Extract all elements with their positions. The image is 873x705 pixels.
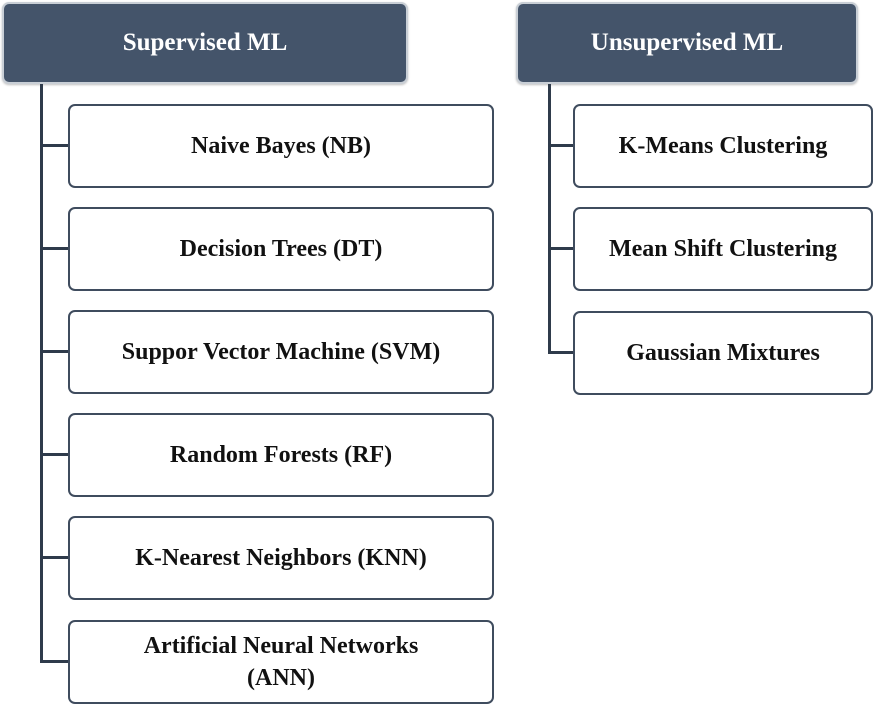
unsupervised-item-k-means: K-Means Clustering [573, 104, 873, 188]
unsupervised-item-label: K-Means Clustering [618, 132, 828, 159]
supervised-ml-title: Supervised ML [122, 29, 288, 56]
supervised-item-random-forests: Random Forests (RF) [68, 413, 494, 497]
supervised-item-svm: Suppor Vector Machine (SVM) [68, 310, 494, 394]
supervised-branch-line [40, 144, 70, 147]
unsupervised-item-label: Mean Shift Clustering [609, 235, 837, 262]
supervised-branch-line [40, 350, 70, 353]
supervised-item-label: Naive Bayes (NB) [191, 132, 371, 159]
supervised-item-naive-bayes: Naive Bayes (NB) [68, 104, 494, 188]
supervised-item-decision-trees: Decision Trees (DT) [68, 207, 494, 291]
supervised-item-label: Suppor Vector Machine (SVM) [121, 338, 441, 365]
unsupervised-item-mean-shift: Mean Shift Clustering [573, 207, 873, 291]
unsupervised-branch-line [548, 247, 575, 250]
unsupervised-item-gaussian-mixtures: Gaussian Mixtures [573, 311, 873, 395]
supervised-item-label: Artificial Neural Networks (ANN) [143, 632, 419, 691]
unsupervised-branch-line [548, 351, 575, 354]
supervised-item-label: Random Forests (RF) [169, 441, 393, 468]
unsupervised-branch-line [548, 144, 575, 147]
supervised-item-label: K-Nearest Neighbors (KNN) [135, 544, 427, 571]
supervised-branch-line [40, 556, 70, 559]
unsupervised-trunk-line [548, 84, 551, 354]
supervised-item-ann: Artificial Neural Networks (ANN) [68, 620, 494, 704]
supervised-ml-header: Supervised ML [2, 2, 408, 84]
supervised-branch-line [40, 453, 70, 456]
unsupervised-ml-header: Unsupervised ML [516, 2, 858, 84]
unsupervised-ml-title: Unsupervised ML [590, 29, 784, 56]
supervised-item-label: Decision Trees (DT) [179, 235, 383, 262]
unsupervised-item-label: Gaussian Mixtures [626, 339, 820, 366]
supervised-branch-line [40, 660, 70, 663]
supervised-branch-line [40, 247, 70, 250]
supervised-trunk-line [40, 84, 43, 663]
supervised-item-knn: K-Nearest Neighbors (KNN) [68, 516, 494, 600]
